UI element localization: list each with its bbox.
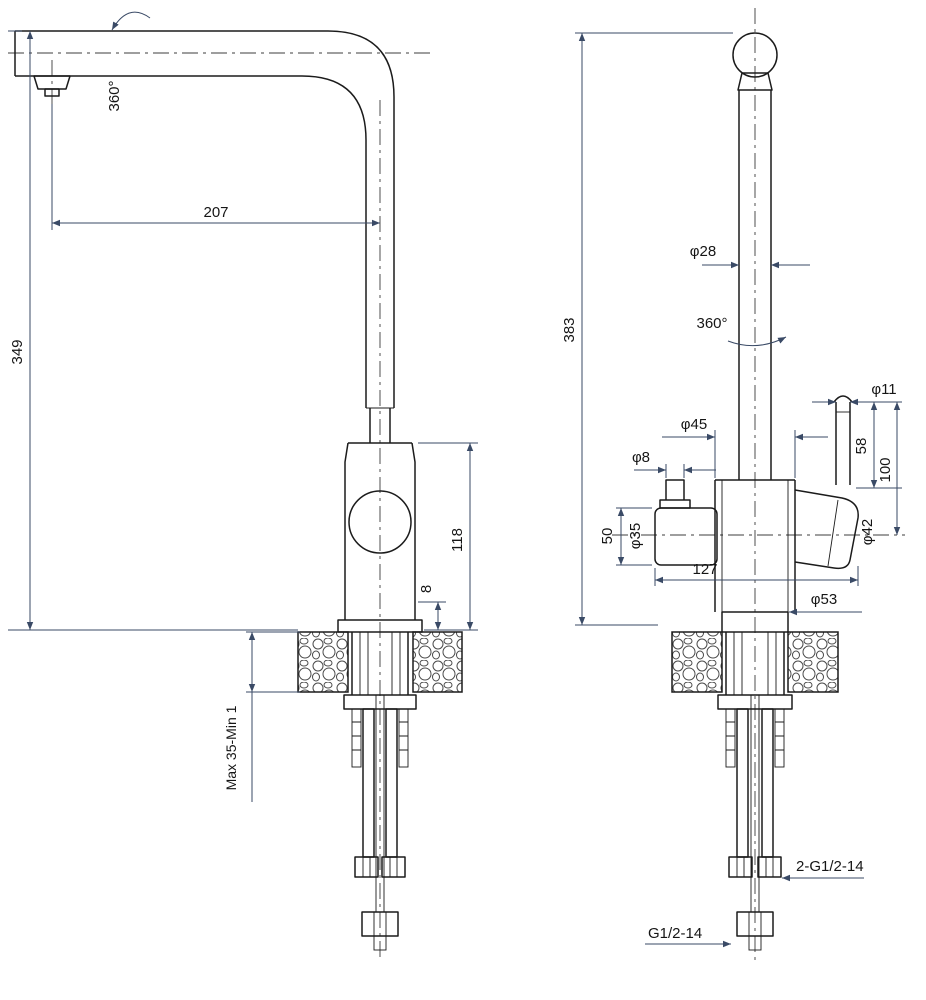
bottom-stub [373, 935, 387, 951]
dim-body-width: 127 [692, 561, 717, 578]
hose-nut-facets [736, 857, 774, 877]
countertop-block [412, 631, 463, 693]
supply-hose [362, 708, 375, 858]
mounting-stud [774, 708, 785, 768]
spout-top-ball [732, 32, 778, 78]
left-handle [654, 507, 718, 566]
label-hose-thread: 2-G1/2-14 [796, 858, 864, 875]
handle-joint-circle [348, 490, 412, 554]
supply-hose [385, 708, 398, 858]
swivel-arrow-left [111, 11, 151, 31]
mounting-stud [725, 708, 736, 768]
ext-line [665, 464, 685, 478]
spout-inner-outline [15, 75, 367, 408]
dim-left-handle-height: 50 [599, 528, 616, 545]
dim-side-pipe-length: 58 [853, 438, 870, 455]
neck [369, 408, 391, 443]
dim-body-diameter: φ45 [681, 416, 707, 433]
dim-spout-height: 349 [9, 339, 26, 364]
shank [351, 632, 409, 695]
shank-threads [733, 632, 777, 695]
dim-side-pipe-total: 100 [877, 457, 894, 482]
hose-nut [757, 856, 782, 878]
right-view: 383 φ28 360° φ45 φ8 50 φ35 127 φ53 [561, 8, 905, 960]
dim-total-height: 383 [561, 317, 578, 342]
faucet-body-left [14, 30, 423, 633]
mounting-hardware-right [717, 632, 793, 951]
mounting-stud [398, 708, 409, 768]
stud-threads [352, 721, 408, 751]
supply-hose [736, 708, 749, 858]
mounting-hardware-left [343, 632, 417, 951]
bottom-nut-facets [748, 912, 762, 936]
bottom-nut-facets [373, 912, 387, 936]
hose-nut [728, 856, 753, 878]
side-pipe [833, 395, 853, 485]
aerator [33, 75, 71, 90]
swivel-angle-left-label: 360° [106, 80, 123, 111]
hose-nut-facets [362, 857, 398, 877]
side-spout [659, 479, 691, 509]
bottom-stub [748, 935, 762, 951]
shank-threads [359, 632, 401, 695]
faucet-body-right [654, 32, 859, 633]
hose-nut [354, 856, 379, 878]
dim-base-diameter: φ53 [811, 591, 837, 608]
dim-side-spout-diameter: φ8 [632, 449, 650, 466]
dim-body-height: 118 [449, 528, 466, 552]
label-inlet-thread: G1/2-14 [648, 925, 702, 942]
stud-threads [726, 721, 784, 751]
body-outline-left [344, 442, 416, 620]
countertop-block [787, 631, 839, 693]
dim-pipe-diameter: φ28 [690, 243, 716, 260]
swivel-angle-right-label: 360° [696, 315, 727, 332]
ext-line [654, 566, 859, 586]
right-handle [794, 489, 859, 570]
spout-top-collar [737, 72, 773, 91]
aerator-nozzle [44, 88, 60, 97]
ext-line [8, 30, 298, 631]
base-flange-right [721, 611, 789, 633]
dim-deck-range: Max 35-Min 1 [223, 705, 239, 790]
supply-hose [761, 708, 774, 858]
dim-left-handle-diameter: φ35 [627, 523, 644, 549]
countertop-block [671, 631, 723, 693]
ext-line [246, 631, 300, 693]
ext-line [575, 32, 733, 626]
riser-pipe [738, 90, 772, 480]
body-inner-lines [721, 480, 789, 612]
hose-nut [381, 856, 406, 878]
left-view: 360° 207 349 118 8 Max 35-Min 1 [8, 11, 478, 960]
right-handle-facet [827, 499, 839, 567]
dim-spout-reach: 207 [203, 204, 228, 221]
spout-outline [15, 30, 395, 408]
body-outline-right [714, 479, 796, 612]
mounting-stud [351, 708, 362, 768]
dim-right-handle-diameter: φ42 [859, 519, 876, 545]
shank [725, 632, 785, 695]
dim-side-pipe-diameter: φ11 [871, 381, 896, 398]
countertop-block [297, 631, 349, 693]
swivel-arrow-right [727, 336, 787, 347]
dim-flange-height: 8 [418, 585, 435, 593]
